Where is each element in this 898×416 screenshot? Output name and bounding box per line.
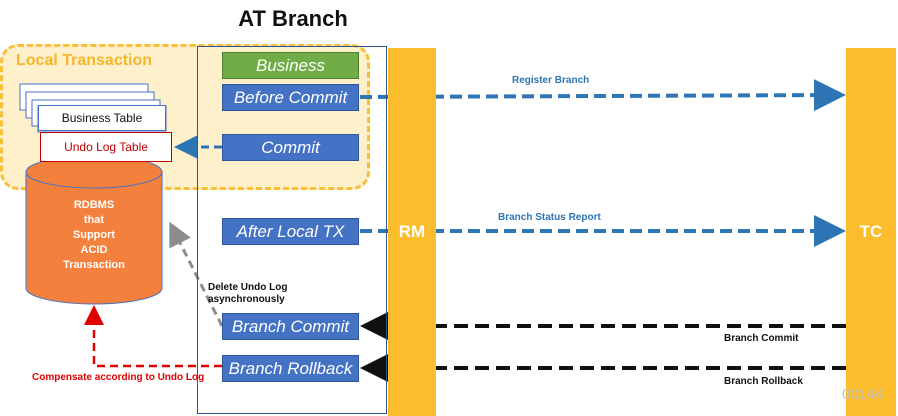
tc-lane: TC [846, 48, 896, 416]
step-branch-commit: Branch Commit [222, 313, 359, 340]
business-table: Business Table [38, 105, 166, 131]
label-branch-commit: Branch Commit [724, 333, 799, 344]
label-branch-status-report: Branch Status Report [498, 212, 601, 223]
watermark: 00144 [842, 386, 884, 403]
label-compensate: Compensate according to Undo Log [32, 372, 205, 383]
label-register-branch: Register Branch [512, 75, 590, 86]
step-commit: Commit [222, 134, 359, 161]
rdbms-cylinder [25, 155, 163, 305]
label-branch-rollback: Branch Rollback [724, 376, 803, 387]
step-business: Business [222, 52, 359, 79]
undo-log-table: Undo Log Table [40, 132, 172, 162]
step-branch-rollback: Branch Rollback [222, 355, 359, 382]
step-after-local-tx: After Local TX [222, 218, 359, 245]
local-transaction-title: Local Transaction [16, 52, 153, 69]
label-delete-undo-log: Delete Undo Log asynchronously [208, 282, 288, 305]
step-before-commit: Before Commit [222, 84, 359, 111]
diagram-title: AT Branch [238, 6, 348, 31]
at-branch-frame [197, 46, 387, 414]
rm-lane: RM [388, 48, 436, 416]
rdbms-label: RDBMS that Support ACID Transaction [63, 199, 125, 271]
